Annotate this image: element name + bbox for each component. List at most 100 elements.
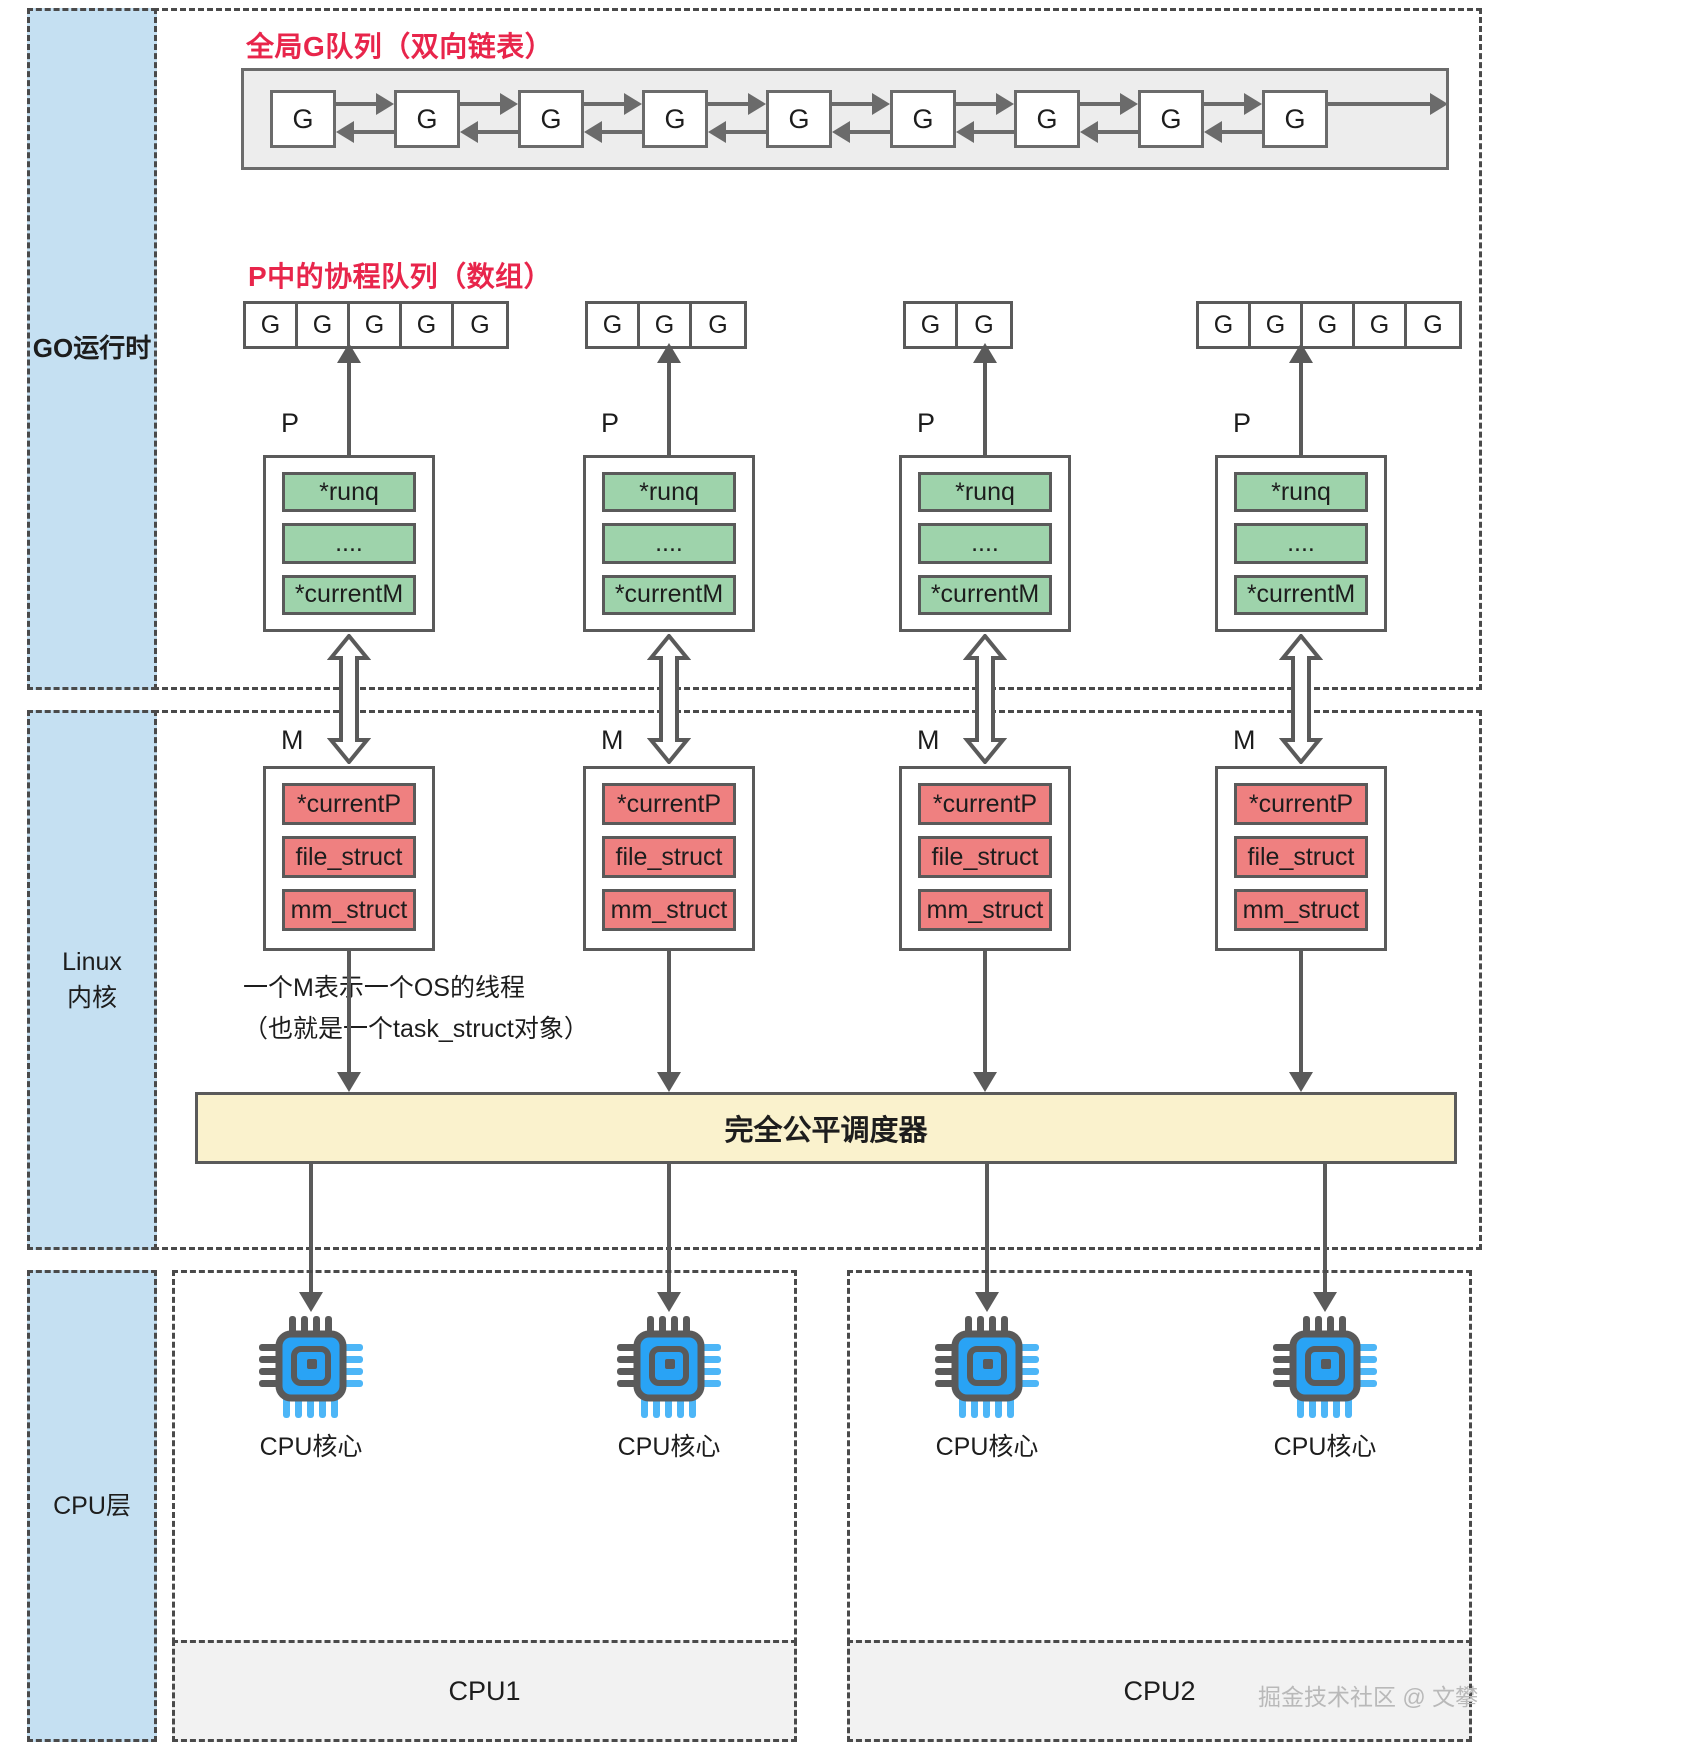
p-field: *currentM <box>918 574 1052 615</box>
local-queue-title: P中的协程队列（数组） <box>248 261 553 292</box>
m-field: file_struct <box>918 836 1052 878</box>
m-field: mm_struct <box>1234 889 1368 931</box>
m-field: file_struct <box>602 836 736 878</box>
layer-tab-linux-kernel-label: Linux 内核 <box>62 947 122 1012</box>
runq-cell: G <box>246 304 298 346</box>
layer-tab-go-runtime-label: GO运行时 <box>32 333 152 364</box>
global-queue-forward-line <box>1328 102 1432 106</box>
cfs-scheduler-bar: 完全公平调度器 <box>195 1092 1457 1164</box>
global-queue-forward-arrowhead <box>996 93 1014 115</box>
p-to-runq-arrowhead <box>337 343 361 363</box>
global-queue-forward-arrowhead <box>1120 93 1138 115</box>
p-field: .... <box>918 523 1052 564</box>
cpu-chip-icon <box>1271 1312 1379 1420</box>
global-queue-forward-line <box>584 102 626 106</box>
cpu-core-label: CPU核心 <box>617 1433 721 1461</box>
global-queue-forward-line <box>460 102 502 106</box>
scheduler-to-cpu-line <box>1323 1164 1327 1294</box>
global-queue-node: G <box>518 90 584 148</box>
global-queue-back-line <box>1096 130 1138 134</box>
scheduler-to-cpu-arrowhead <box>975 1292 999 1312</box>
global-queue-forward-line <box>708 102 750 106</box>
cpu-chip-icon <box>933 1312 1041 1420</box>
global-queue-back-line <box>848 130 890 134</box>
m-field: mm_struct <box>602 889 736 931</box>
p-field: *runq <box>1234 472 1368 513</box>
cpu-strip-cpu2-label: CPU2 <box>1123 1675 1196 1706</box>
m-to-scheduler-line <box>1299 951 1303 1074</box>
m-to-scheduler-line <box>347 951 351 1074</box>
global-queue-back-arrowhead <box>832 121 850 143</box>
m-thread-note-line1: 一个M表示一个OS的线程 <box>243 974 525 1002</box>
m-field: *currentP <box>282 783 416 825</box>
scheduler-to-cpu-line <box>667 1164 671 1294</box>
runq-cell: G <box>470 310 490 339</box>
processor-m-label: M <box>281 725 304 755</box>
global-queue-back-line <box>1220 130 1262 134</box>
runq-cell: G <box>1199 304 1251 346</box>
p-to-runq-line <box>347 361 351 473</box>
p-field: *runq <box>282 472 416 513</box>
cfs-scheduler-label: 完全公平调度器 <box>724 1115 928 1147</box>
scheduler-to-cpu-arrowhead <box>1313 1292 1337 1312</box>
global-queue-back-line <box>476 130 518 134</box>
runq-cell: G <box>708 310 728 339</box>
global-queue-node: G <box>642 90 708 148</box>
processor-p-label: P <box>917 408 936 438</box>
processor-p-box: *runq....*currentM <box>1215 455 1387 632</box>
global-queue-back-line <box>600 130 642 134</box>
m-field: mm_struct <box>282 889 416 931</box>
p-m-double-arrow <box>962 632 1008 766</box>
layer-tab-linux-kernel: Linux 内核 <box>27 710 157 1250</box>
p-field: *runq <box>602 472 736 513</box>
p-to-runq-arrowhead <box>1289 343 1313 363</box>
global-queue-back-arrowhead <box>584 121 602 143</box>
p-field: *runq <box>918 472 1052 513</box>
processor-m-label: M <box>917 725 940 755</box>
processor-p-label: P <box>601 408 620 438</box>
p-field: .... <box>282 523 416 564</box>
m-field: *currentP <box>602 783 736 825</box>
cpu-core-label: CPU核心 <box>259 1433 363 1461</box>
global-queue-forward-arrowhead <box>872 93 890 115</box>
processor-m-label: M <box>1233 725 1256 755</box>
layer-tab-go-runtime: GO运行时 <box>27 8 157 690</box>
global-queue-forward-arrowhead <box>624 93 642 115</box>
global-queue-forward-line <box>1080 102 1122 106</box>
m-thread-note: 一个M表示一个OS的线程 （也就是一个task_struct对象） <box>243 968 589 1051</box>
runq-cell: G <box>350 304 402 346</box>
m-field: file_struct <box>1234 836 1368 878</box>
processor-p-label: P <box>1233 408 1252 438</box>
global-queue-back-arrowhead <box>956 121 974 143</box>
cpu-chip-icon <box>615 1312 723 1420</box>
layer-tab-cpu-label: CPU层 <box>53 1491 131 1520</box>
global-queue-node: G <box>1262 90 1328 148</box>
runq-cell: G <box>1251 304 1303 346</box>
runq-cell: G <box>298 304 350 346</box>
cpu-chip-icon <box>257 1312 365 1420</box>
m-to-scheduler-line <box>667 951 671 1074</box>
runq-cell: G <box>974 310 994 339</box>
global-queue-forward-arrowhead <box>376 93 394 115</box>
cpu-strip-cpu2: CPU2 <box>847 1640 1472 1742</box>
global-queue-node: G <box>270 90 336 148</box>
m-to-scheduler-line <box>983 951 987 1074</box>
m-to-scheduler-arrowhead <box>657 1072 681 1092</box>
scheduler-to-cpu-arrowhead <box>299 1292 323 1312</box>
p-field: .... <box>1234 523 1368 564</box>
global-queue-back-arrowhead <box>460 121 478 143</box>
p-field: *currentM <box>282 574 416 615</box>
global-queue-back-line <box>724 130 766 134</box>
global-queue-forward-arrowhead <box>748 93 766 115</box>
global-queue-back-arrowhead <box>708 121 726 143</box>
cpu-core-label: CPU核心 <box>935 1433 1039 1461</box>
global-queue-node: G <box>1014 90 1080 148</box>
runq-cell: G <box>1423 310 1443 339</box>
global-queue-back-line <box>972 130 1014 134</box>
p-to-runq-line <box>667 361 671 473</box>
